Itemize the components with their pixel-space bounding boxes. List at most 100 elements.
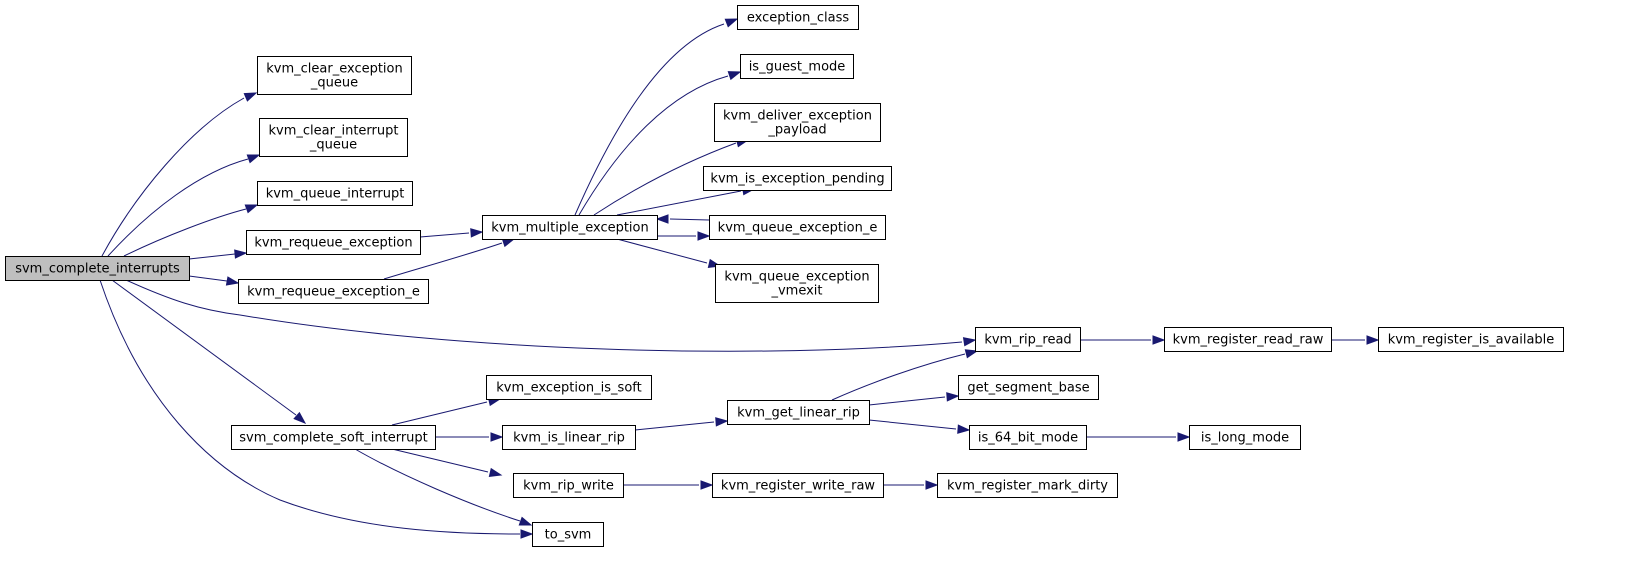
- node-kvm_requeue_exception_e[interactable]: kvm_requeue_exception_e: [238, 279, 429, 304]
- node-svm_complete_interrupts[interactable]: svm_complete_interrupts: [5, 256, 190, 281]
- edge-arrowhead: [655, 214, 669, 224]
- edge-line: [578, 75, 729, 216]
- node-kvm_rip_read[interactable]: kvm_rip_read: [975, 327, 1081, 352]
- node-label: kvm_queue_exception_e: [718, 221, 878, 236]
- node-label: _queue: [310, 76, 358, 91]
- node-label: to_svm: [545, 528, 592, 543]
- node-label: kvm_multiple_exception: [491, 221, 649, 236]
- node-box: [1378, 327, 1564, 352]
- node-kvm_clear_interrupt_queue[interactable]: kvm_clear_interrupt_queue: [259, 118, 408, 157]
- edge-arrowhead: [293, 411, 307, 424]
- node-box: [532, 522, 604, 547]
- node-box: [714, 103, 881, 142]
- edge-kvm_get_linear_rip-to-get_segment_base: [868, 392, 960, 406]
- node-label: kvm_register_mark_dirty: [947, 479, 1108, 494]
- edge-kvm_is_linear_rip-to-kvm_get_linear_rip: [634, 417, 729, 431]
- edge-line: [188, 253, 236, 260]
- edge-line: [383, 242, 503, 280]
- edge-line: [593, 142, 737, 216]
- edge-arrowhead: [518, 516, 533, 526]
- node-box: [257, 56, 412, 95]
- edge-line: [99, 279, 521, 535]
- node-kvm_requeue_exception[interactable]: kvm_requeue_exception: [246, 230, 421, 255]
- edge-arrowhead: [962, 337, 977, 347]
- node-kvm_queue_exception_e[interactable]: kvm_queue_exception_e: [709, 215, 886, 240]
- node-kvm_queue_interrupt[interactable]: kvm_queue_interrupt: [257, 181, 413, 206]
- node-box: [740, 54, 854, 79]
- edge-arrowhead: [724, 18, 739, 28]
- edge-kvm_register_write_raw-to-kvm_register_mark_dirty: [883, 480, 939, 490]
- node-label: kvm_get_linear_rip: [737, 406, 860, 421]
- node-kvm_clear_exception_queue[interactable]: kvm_clear_exception_queue: [257, 56, 412, 95]
- edge-line: [831, 353, 966, 401]
- node-kvm_get_linear_rip[interactable]: kvm_get_linear_rip: [727, 400, 870, 425]
- node-box: [703, 166, 892, 191]
- edge-line: [123, 208, 247, 257]
- edge-line: [634, 421, 715, 431]
- node-is_guest_mode[interactable]: is_guest_mode: [740, 54, 854, 79]
- node-exception_class[interactable]: exception_class: [737, 5, 859, 30]
- node-label: svm_complete_interrupts: [15, 262, 180, 277]
- node-box: [238, 279, 429, 304]
- edge-line: [868, 396, 946, 406]
- node-kvm_is_exception_pending[interactable]: kvm_is_exception_pending: [703, 166, 892, 191]
- edge-svm_complete_interrupts-to-kvm_requeue_exception: [188, 249, 248, 260]
- node-label: is_guest_mode: [749, 60, 846, 75]
- node-kvm_rip_write[interactable]: kvm_rip_write: [513, 473, 624, 498]
- node-box: [1164, 327, 1332, 352]
- edge-kvm_get_linear_rip-to-is_64_bit_mode: [868, 419, 971, 434]
- edge-line: [669, 218, 710, 221]
- node-get_segment_base[interactable]: get_segment_base: [958, 375, 1099, 400]
- node-kvm_exception_is_soft[interactable]: kvm_exception_is_soft: [486, 375, 652, 400]
- edge-svm_complete_interrupts-to-kvm_requeue_exception_e: [188, 275, 240, 286]
- node-kvm_multiple_exception[interactable]: kvm_multiple_exception: [482, 215, 658, 240]
- edge-arrowhead: [470, 228, 484, 238]
- node-is_long_mode[interactable]: is_long_mode: [1189, 425, 1301, 450]
- edge-svm_complete_interrupts-to-kvm_queue_interrupt: [123, 204, 259, 257]
- node-to_svm[interactable]: to_svm: [532, 522, 604, 547]
- node-kvm_is_linear_rip[interactable]: kvm_is_linear_rip: [502, 425, 636, 450]
- edge-kvm_get_linear_rip-to-kvm_rip_read: [831, 349, 979, 401]
- edge-svm_complete_interrupts-to-svm_complete_soft_interrupt: [111, 279, 307, 424]
- edge-arrowhead: [700, 480, 714, 490]
- edge-arrowhead: [925, 480, 939, 490]
- edge-line: [101, 97, 245, 257]
- node-box: [231, 425, 436, 450]
- edge-svm_complete_soft_interrupt-to-kvm_is_linear_rip: [435, 432, 504, 442]
- edge-line: [188, 275, 228, 282]
- node-kvm_register_mark_dirty[interactable]: kvm_register_mark_dirty: [937, 473, 1118, 498]
- node-box: [482, 215, 658, 240]
- edges-layer: [99, 18, 1380, 539]
- edge-arrowhead: [243, 92, 258, 102]
- node-svm_complete_soft_interrupt[interactable]: svm_complete_soft_interrupt: [231, 425, 436, 450]
- node-is_64_bit_mode[interactable]: is_64_bit_mode: [969, 425, 1087, 450]
- edge-arrowhead: [1177, 432, 1191, 442]
- node-kvm_register_is_available[interactable]: kvm_register_is_available: [1378, 327, 1564, 352]
- edge-svm_complete_interrupts-to-kvm_rip_read: [125, 279, 977, 352]
- edge-kvm_multiple_exception-to-is_guest_mode: [578, 71, 742, 216]
- edge-arrowhead: [727, 71, 742, 81]
- edge-arrowhead: [488, 467, 503, 478]
- node-kvm_deliver_exception_payload[interactable]: kvm_deliver_exception_payload: [714, 103, 881, 142]
- edge-kvm_requeue_exception-to-kvm_multiple_exception: [419, 228, 484, 238]
- edge-is_64_bit_mode-to-is_long_mode: [1086, 432, 1191, 442]
- node-box: [5, 256, 190, 281]
- node-box: [975, 327, 1081, 352]
- node-label: kvm_is_exception_pending: [710, 172, 884, 187]
- node-box: [513, 473, 624, 498]
- node-label: kvm_rip_read: [984, 333, 1071, 348]
- node-box: [709, 215, 886, 240]
- edge-arrowhead: [715, 417, 729, 427]
- node-kvm_register_read_raw[interactable]: kvm_register_read_raw: [1164, 327, 1332, 352]
- edge-arrowhead: [1366, 335, 1380, 345]
- node-box: [737, 5, 859, 30]
- node-kvm_queue_exception_vmexit[interactable]: kvm_queue_exception_vmexit: [715, 264, 879, 303]
- edge-line: [111, 279, 297, 416]
- edge-arrowhead: [1152, 335, 1166, 345]
- edge-svm_complete_interrupts-to-kvm_clear_interrupt_queue: [107, 154, 261, 257]
- node-kvm_register_write_raw[interactable]: kvm_register_write_raw: [712, 473, 884, 498]
- edge-line: [391, 401, 488, 426]
- edge-arrowhead: [234, 249, 248, 259]
- node-label: _payload: [767, 123, 826, 138]
- edge-kvm_multiple_exception-to-exception_class: [574, 18, 739, 216]
